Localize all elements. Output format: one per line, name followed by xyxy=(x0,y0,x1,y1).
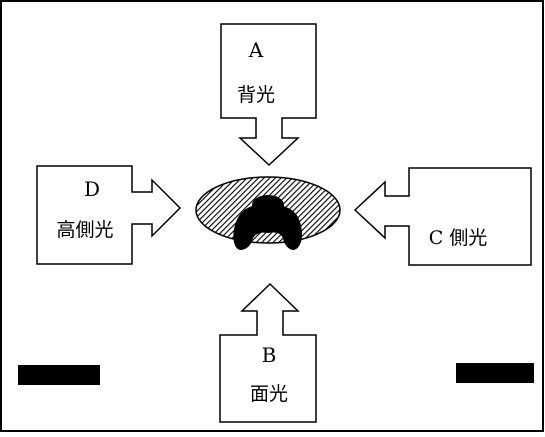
label-c-text: C 側光 xyxy=(429,227,488,249)
subject-figure xyxy=(233,204,302,250)
label-b-text: 面光 xyxy=(250,383,288,405)
subject-head xyxy=(252,195,284,215)
sidelight-box-c xyxy=(353,167,532,266)
backlight-box-a xyxy=(220,23,317,167)
left-marker xyxy=(18,365,100,385)
right-marker xyxy=(456,363,534,383)
high-sidelight-box-d xyxy=(36,165,182,265)
label-a-letter: A xyxy=(248,38,264,62)
label-b-letter: B xyxy=(262,343,277,367)
label-d-text: 高側光 xyxy=(56,219,113,241)
label-a-text: 背光 xyxy=(237,84,275,106)
label-d-letter: D xyxy=(84,177,100,201)
frontlight-box-b xyxy=(219,282,317,423)
